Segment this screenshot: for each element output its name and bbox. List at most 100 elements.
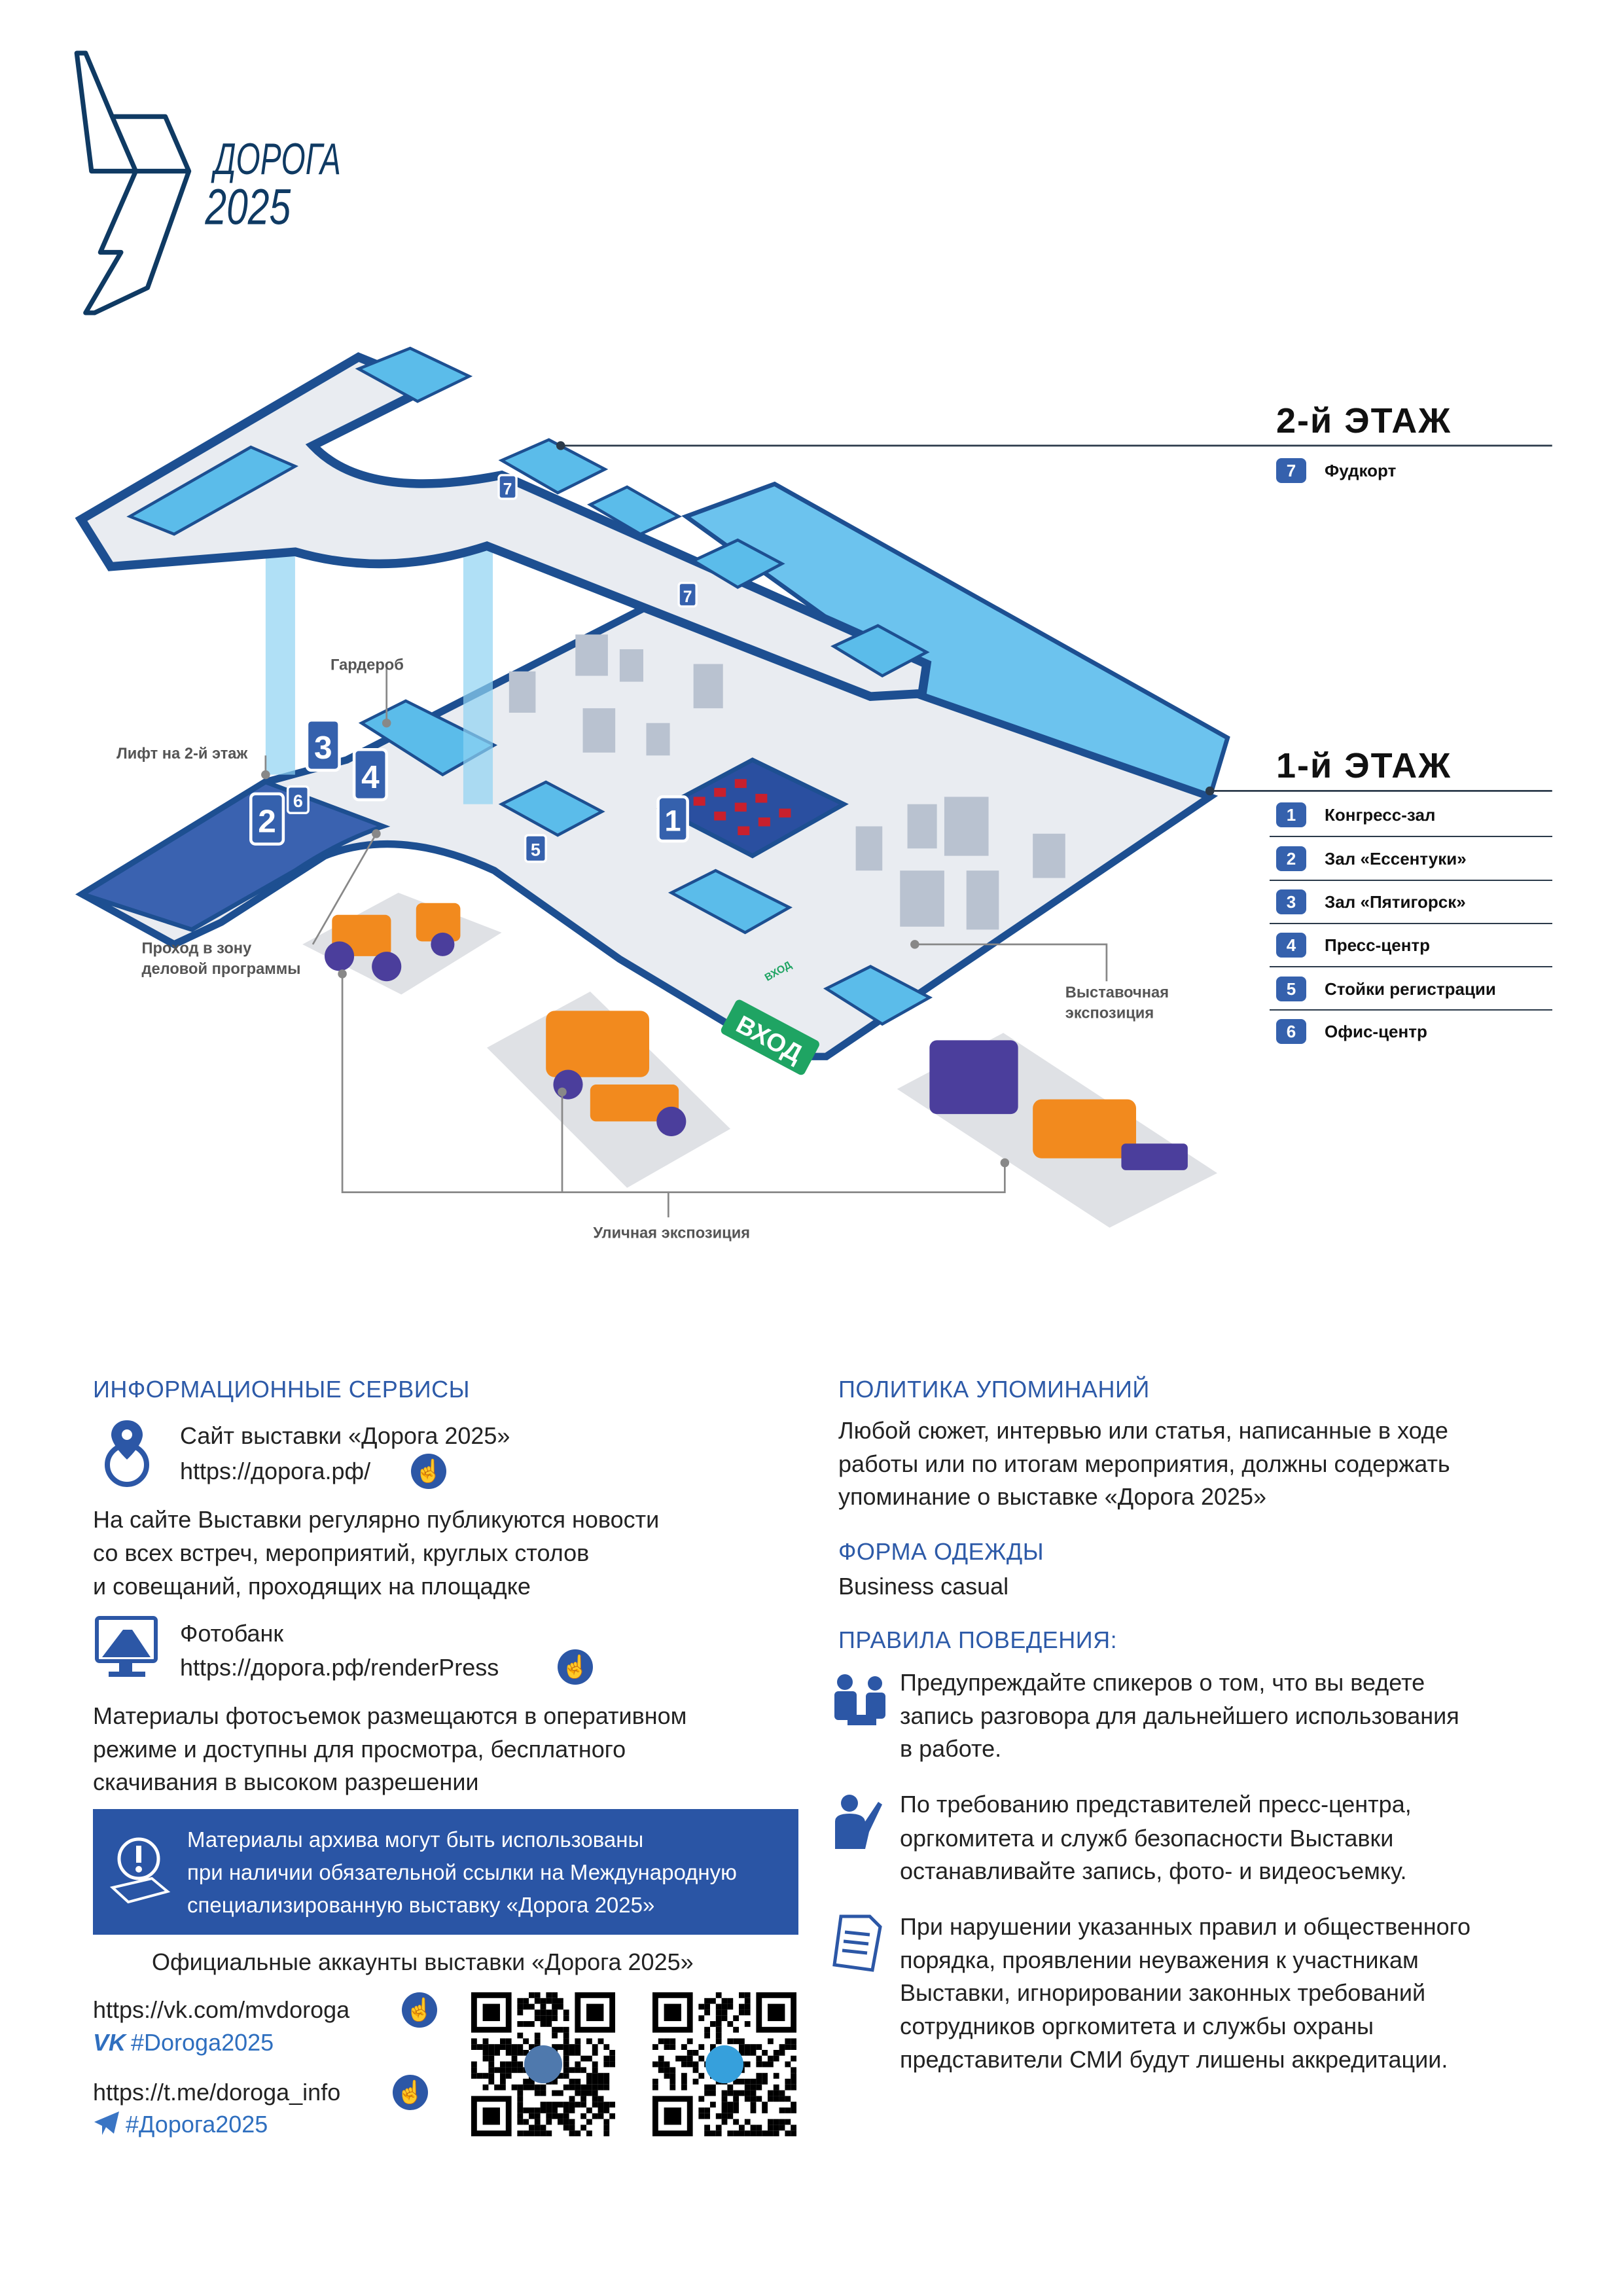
qr-module: [739, 2090, 745, 2096]
qr-module: [586, 2090, 592, 2096]
qr-module: [575, 2102, 581, 2108]
rule-1-line: в работе.: [900, 1735, 1002, 1762]
qr-module: [687, 2061, 693, 2068]
vk-hashtag[interactable]: #Doroga2025: [131, 2029, 274, 2056]
qr-module: [575, 2038, 581, 2045]
qr-module: [744, 1992, 751, 1998]
qr-module: [727, 2038, 734, 2045]
qr-module: [569, 2050, 575, 2056]
photobank-title: Фотобанк: [180, 1620, 284, 1647]
qr-module: [552, 2003, 558, 2010]
qr-finder: [664, 2108, 681, 2125]
vk-url-link[interactable]: https://vk.com/mvdoroga: [93, 1996, 350, 2023]
rule-1-line: Предупреждайте спикеров о том, что вы ве…: [900, 1669, 1425, 1696]
qr-module: [733, 2130, 739, 2136]
qr-module: [488, 2079, 495, 2085]
qr-module: [488, 2073, 495, 2079]
qr-module: [727, 2084, 734, 2090]
telegram-hashtag[interactable]: #Дорога2025: [126, 2111, 268, 2138]
qr-module: [609, 2061, 615, 2068]
qr-module: [580, 2113, 586, 2119]
qr-module: [563, 2050, 569, 2056]
floor-2: [75, 346, 932, 701]
qr-module: [482, 2073, 489, 2079]
qr-module: [471, 2073, 477, 2079]
site-url-link[interactable]: https://дорога.рф/: [180, 1458, 371, 1484]
map-pin-globe-icon: [105, 1420, 149, 1487]
qr-module: [664, 2044, 670, 2050]
qr-module: [546, 2130, 552, 2136]
click-hand-icon[interactable]: ☝: [411, 1454, 446, 1489]
qr-module: [563, 2119, 569, 2125]
telegram-qr-code[interactable]: [652, 1992, 797, 2136]
qr-module: [727, 2102, 734, 2108]
rule-3-line: сотрудников оргкомитета и службы охраны: [900, 2013, 1374, 2039]
legend-label: Стойки регистрации: [1325, 978, 1496, 999]
qr-module: [540, 2015, 546, 2021]
qr-module: [517, 2096, 524, 2102]
qr-module: [779, 2108, 785, 2113]
qr-module: [558, 1998, 563, 2004]
photobank-url-link[interactable]: https://дорога.рф/renderPress: [180, 1654, 499, 1681]
legend-badge: 1: [1276, 802, 1306, 827]
qr-module: [669, 2084, 676, 2090]
qr-module: [768, 2096, 774, 2102]
qr-module: [715, 2003, 722, 2010]
qr-module: [768, 2090, 774, 2096]
qr-module: [744, 2130, 751, 2136]
qr-module: [558, 2090, 563, 2096]
click-hand-icon[interactable]: ☝: [393, 2075, 428, 2110]
qr-module: [603, 2125, 610, 2131]
qr-module: [597, 2084, 604, 2090]
qr-module: [756, 2125, 762, 2131]
qr-module: [721, 2108, 728, 2113]
qr-module: [523, 2119, 529, 2125]
qr-module: [517, 2119, 524, 2125]
qr-module: [704, 2003, 710, 2010]
qr-module: [721, 2119, 728, 2125]
floor-1: [75, 481, 1230, 1060]
qr-module: [575, 2067, 581, 2073]
qr-module: [773, 2096, 779, 2102]
qr-module: [779, 2119, 785, 2125]
qr-module: [739, 2038, 745, 2045]
qr-module: [762, 2130, 768, 2136]
qr-module: [669, 2067, 676, 2073]
qr-module: [529, 2003, 535, 2010]
qr-module: [681, 2073, 687, 2079]
qr-module: [773, 2119, 779, 2125]
qr-module: [744, 1998, 751, 2004]
qr-module: [552, 2026, 558, 2033]
qr-module: [563, 2026, 569, 2033]
qr-module: [744, 2003, 751, 2010]
legend-badge: 4: [1276, 933, 1306, 958]
qr-module: [791, 2073, 796, 2079]
vk-qr-code[interactable]: [471, 1992, 616, 2136]
telegram-icon: [705, 2045, 744, 2084]
qr-module: [739, 2044, 745, 2050]
qr-module: [750, 2125, 757, 2131]
legend-item-office: 6 Офис-центр: [1270, 1010, 1552, 1053]
qr-module: [546, 2119, 552, 2125]
qr-module: [744, 2090, 751, 2096]
qr-module: [762, 2108, 768, 2113]
rule-1-line: запись разговора для дальнейшего использ…: [900, 1702, 1459, 1729]
legend-label: Пресс-центр: [1325, 935, 1431, 955]
qr-module: [704, 2084, 710, 2090]
qr-module: [534, 1992, 541, 1998]
qr-module: [658, 2067, 664, 2073]
click-hand-icon[interactable]: ☝: [402, 1992, 437, 2028]
qr-module: [529, 2084, 535, 2090]
sign-6: 6: [293, 791, 303, 811]
qr-module: [756, 2044, 762, 2050]
telegram-url-link[interactable]: https://t.me/doroga_info: [93, 2079, 341, 2106]
click-hand-icon[interactable]: ☝: [558, 1649, 593, 1685]
qr-module: [768, 2125, 774, 2131]
qr-module: [534, 2125, 541, 2131]
qr-module: [592, 2084, 598, 2090]
qr-module: [756, 2084, 762, 2090]
qr-module: [494, 2044, 500, 2050]
outdoor-platforms: [302, 892, 1217, 1228]
floor-2-block-a: [126, 445, 298, 536]
